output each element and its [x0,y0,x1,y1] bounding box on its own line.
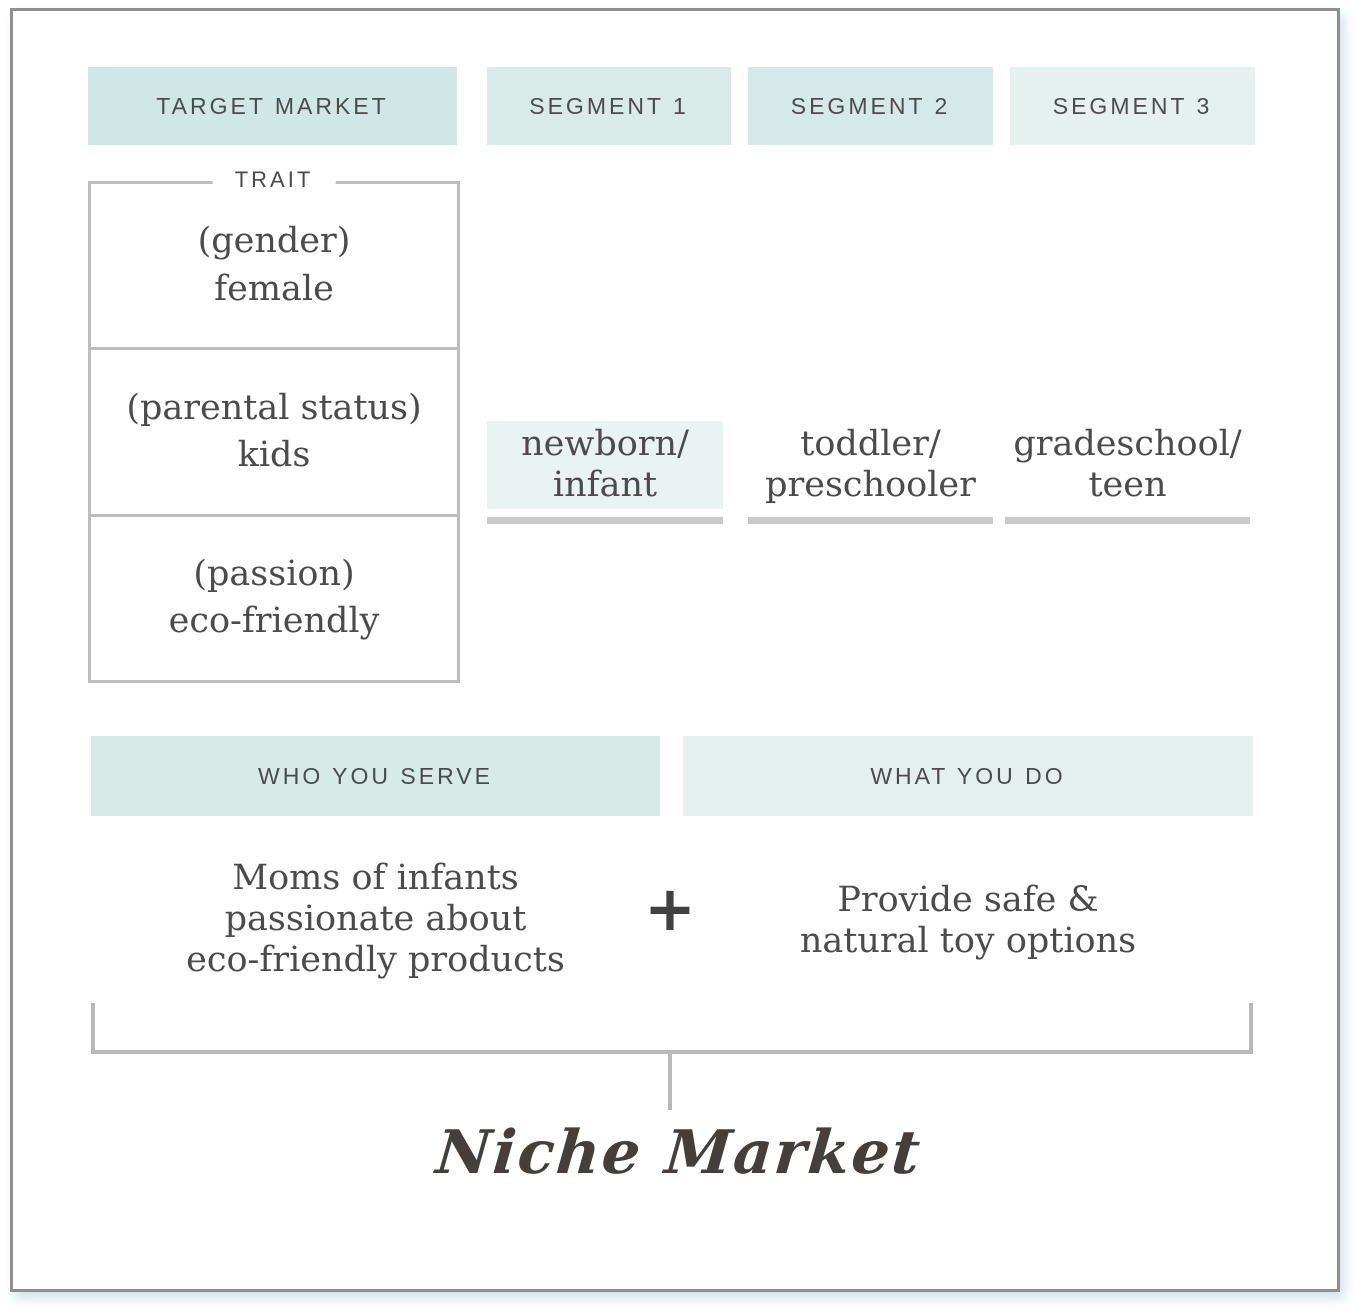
what-text-line: natural toy options [799,920,1137,961]
plus-icon: + [644,872,696,945]
segment-3-label: SEGMENT 3 [1052,92,1213,119]
trait-row-passion: (passion) eco-friendly [91,517,457,680]
bracket-left-tick [91,1003,95,1053]
what-you-do-text: Provide safe & natural toy options [683,880,1253,962]
who-text-line: Moms of infants [232,858,519,898]
segment-value-line: newborn/ [521,424,689,464]
what-you-do-header: WHAT YOU DO [683,736,1253,816]
segment-value-line: preschooler [765,464,976,505]
segment-1-value-text: newborn/ infant [487,421,723,510]
segment-3-value: gradeschool/ teen [1005,421,1250,525]
segment-3-underline [1005,517,1250,525]
bracket-right-tick [1249,1003,1253,1053]
segment-value-line: toddler/ [800,424,941,464]
who-you-serve-header: WHO YOU SERVE [91,736,660,816]
trait-row-parental-status: (parental status) kids [91,350,457,517]
segment-3-header: SEGMENT 3 [1010,67,1255,145]
segment-1-label: SEGMENT 1 [529,92,689,119]
segment-value-line: gradeschool/ [1013,424,1242,464]
who-text-line: eco-friendly products [186,939,565,980]
trait-label: (gender) [197,221,351,262]
segment-1-value: newborn/ infant [487,421,723,525]
segment-1-header: SEGMENT 1 [487,67,731,145]
segment-2-underline [748,517,993,525]
trait-value: female [214,268,334,309]
segment-value-line: infant [552,464,658,505]
trait-row-gender: (gender) female [91,184,457,351]
what-text-line: Provide safe & [837,880,1099,920]
niche-market-result-label: Niche Market [433,1118,925,1188]
bracket-center-drop [668,1054,672,1110]
what-you-do-label: WHAT YOU DO [870,762,1066,789]
segment-2-header: SEGMENT 2 [748,67,993,145]
who-text-line: passionate about [224,898,527,939]
target-market-label: TARGET MARKET [156,92,389,119]
worksheet-card [10,8,1340,1292]
trait-value: kids [237,434,311,475]
bracket-horizontal-line [91,1050,1253,1054]
trait-label: (parental status) [126,387,422,428]
target-market-header: TARGET MARKET [88,67,457,145]
segment-3-value-text: gradeschool/ teen [1005,421,1250,509]
trait-label: (passion) [193,554,355,595]
trait-value: eco-friendly [168,601,380,642]
trait-legend: TRAIT [212,167,336,193]
segment-2-label: SEGMENT 2 [790,92,951,119]
who-you-serve-label: WHO YOU SERVE [258,762,493,789]
segment-2-value: toddler/ preschooler [748,421,993,525]
segment-2-value-text: toddler/ preschooler [748,421,993,509]
who-you-serve-text: Moms of infants passionate about eco-fri… [91,858,660,981]
segment-value-line: teen [1088,464,1167,505]
segment-1-underline [487,517,723,525]
trait-box: TRAIT (gender) female (parental status) … [88,167,460,683]
